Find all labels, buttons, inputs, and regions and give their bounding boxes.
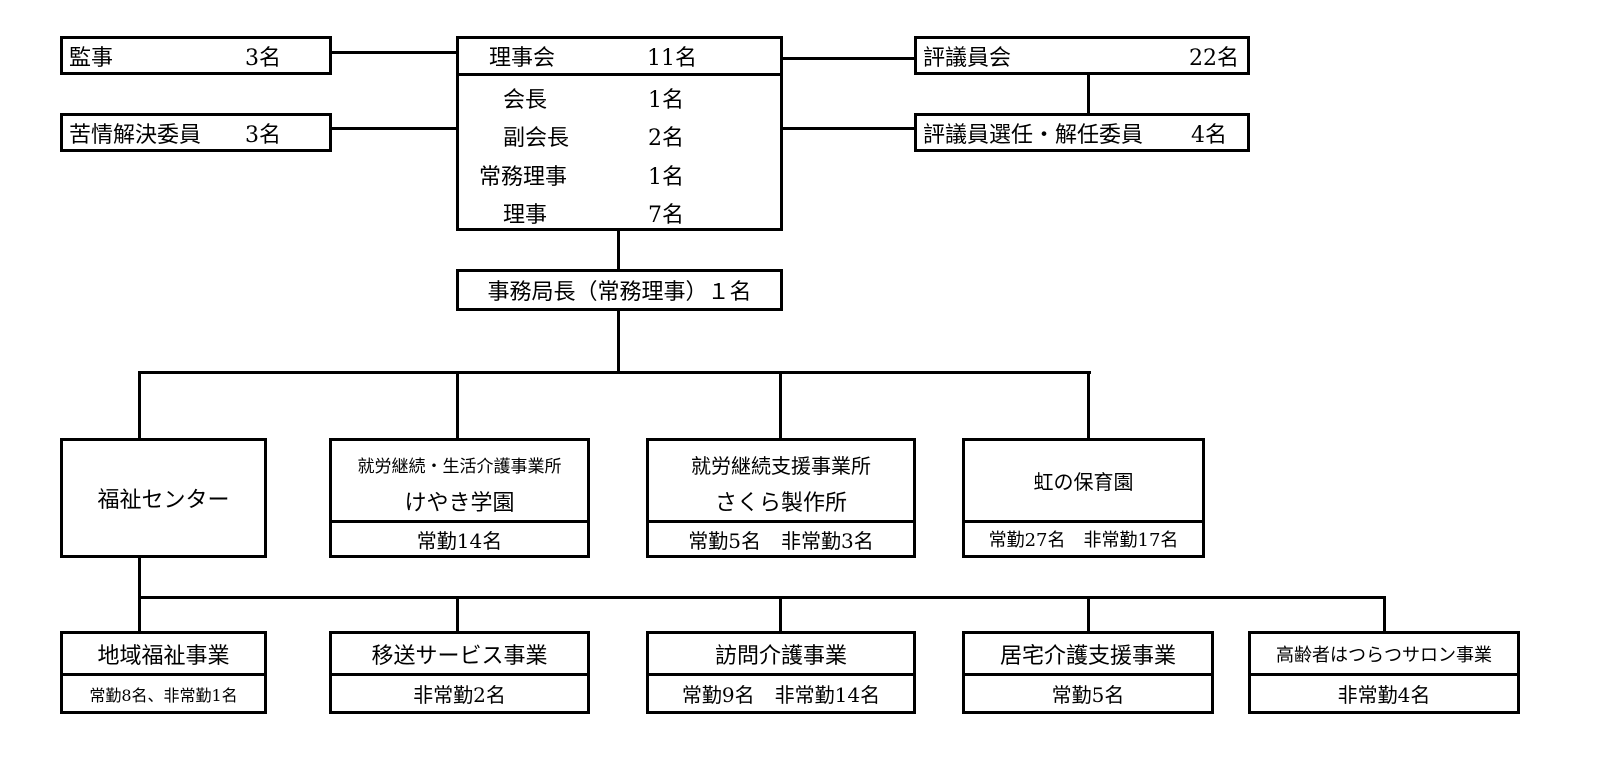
grievance-title: 苦情解決委員 xyxy=(69,122,202,148)
board-member-row: 常務理事 1名 xyxy=(459,157,780,193)
councilor-committee-title: 評議員選任・解任委員 xyxy=(923,122,1144,148)
board-member-role: 常務理事 xyxy=(479,165,568,190)
drop-salon xyxy=(1383,596,1386,633)
drop-community xyxy=(138,596,141,633)
sakura-box: 就労継続支援事業所 さくら製作所 常勤5名 非常勤3名 xyxy=(646,438,916,558)
care-support-box: 居宅介護支援事業 常勤5名 xyxy=(962,631,1214,714)
connector-board-secretary xyxy=(617,229,620,271)
nursery-title: 虹の保育園 xyxy=(1033,470,1134,494)
sakura-line2: さくら製作所 xyxy=(714,491,847,516)
board-member-count: 1名 xyxy=(648,165,684,190)
keyaki-line2: けやき学園 xyxy=(404,491,515,516)
board-member-row: 副会長 2名 xyxy=(459,118,780,154)
transport-box: 移送サービス事業 非常勤2名 xyxy=(329,631,590,714)
welfare-center-box: 福祉センター xyxy=(60,438,267,558)
keyaki-line1: 就労継続・生活介護事業所 xyxy=(357,456,562,477)
councilor-committee-count: 4名 xyxy=(1191,122,1227,148)
branch-line-top xyxy=(138,371,1091,374)
board-member-row: 会長 1名 xyxy=(459,80,780,116)
transport-staff: 非常勤2名 xyxy=(413,683,506,707)
salon-title: 高齢者はつらつサロン事業 xyxy=(1276,644,1492,666)
board-member-count: 1名 xyxy=(648,88,684,113)
board-box: 理事会 11名 会長 1名 副会長 2名 常務理事 1名 理事 7名 xyxy=(456,36,783,231)
board-header: 理事会 11名 xyxy=(459,39,780,76)
branch-line-bottom xyxy=(138,596,1386,599)
grievance-box: 苦情解決委員 3名 xyxy=(60,113,332,152)
keyaki-staff: 常勤14名 xyxy=(416,528,503,553)
care-support-staff: 常勤5名 xyxy=(1051,683,1125,707)
drop-keyaki xyxy=(456,371,459,440)
board-member-row: 理事 7名 xyxy=(459,195,780,231)
drop-care-support xyxy=(1087,596,1090,633)
connector-board-councilor-committee xyxy=(781,127,916,130)
connector-councilors-committee xyxy=(1087,74,1090,114)
connector-welfare-center-branch xyxy=(138,556,141,599)
connector-secretary-branch xyxy=(617,309,620,374)
connector-grievance-board xyxy=(330,127,458,130)
nursery-staff: 常勤27名 非常勤17名 xyxy=(988,530,1179,551)
care-support-title: 居宅介護支援事業 xyxy=(999,643,1176,669)
auditor-title: 監事 xyxy=(69,45,114,71)
home-care-staff: 常勤9名 非常勤14名 xyxy=(681,683,881,707)
community-staff: 常勤8名、非常勤1名 xyxy=(89,685,238,705)
grievance-count: 3名 xyxy=(245,122,281,148)
transport-title: 移送サービス事業 xyxy=(371,643,548,669)
councilors-count: 22名 xyxy=(1189,45,1239,71)
board-member-role: 会長 xyxy=(503,88,548,113)
home-care-box: 訪問介護事業 常勤9名 非常勤14名 xyxy=(646,631,916,714)
board-title: 理事会 xyxy=(489,46,556,71)
connector-auditor-board xyxy=(330,51,458,54)
councilors-title: 評議員会 xyxy=(923,45,1012,71)
secretary-general-label: 事務局長（常務理事）１名 xyxy=(487,280,752,305)
secretary-general-box: 事務局長（常務理事）１名 xyxy=(456,269,783,311)
drop-welfare-center xyxy=(138,371,141,440)
board-member-count: 7名 xyxy=(648,203,684,228)
councilor-committee-box: 評議員選任・解任委員 4名 xyxy=(914,113,1250,152)
councilors-box: 評議員会 22名 xyxy=(914,36,1250,75)
drop-home-care xyxy=(779,596,782,633)
board-member-role: 副会長 xyxy=(503,126,570,151)
nursery-box: 虹の保育園 常勤27名 非常勤17名 xyxy=(962,438,1205,558)
sakura-staff: 常勤5名 非常勤3名 xyxy=(688,528,874,553)
board-member-role: 理事 xyxy=(503,203,548,228)
drop-sakura xyxy=(779,371,782,440)
auditor-box: 監事 3名 xyxy=(60,36,332,75)
home-care-title: 訪問介護事業 xyxy=(714,643,847,669)
welfare-center-title: 福祉センター xyxy=(97,488,230,513)
board-count: 11名 xyxy=(647,46,697,71)
keyaki-box: 就労継続・生活介護事業所 けやき学園 常勤14名 xyxy=(329,438,590,558)
community-box: 地域福祉事業 常勤8名、非常勤1名 xyxy=(60,631,267,714)
salon-staff: 非常勤4名 xyxy=(1337,683,1431,707)
community-title: 地域福祉事業 xyxy=(97,643,230,669)
sakura-line1: 就労継続支援事業所 xyxy=(691,453,871,478)
drop-transport xyxy=(456,596,459,633)
salon-box: 高齢者はつらつサロン事業 非常勤4名 xyxy=(1248,631,1520,714)
auditor-count: 3名 xyxy=(245,45,281,71)
board-member-count: 2名 xyxy=(648,126,684,151)
drop-nursery xyxy=(1087,371,1090,440)
connector-board-councilors xyxy=(781,57,916,60)
